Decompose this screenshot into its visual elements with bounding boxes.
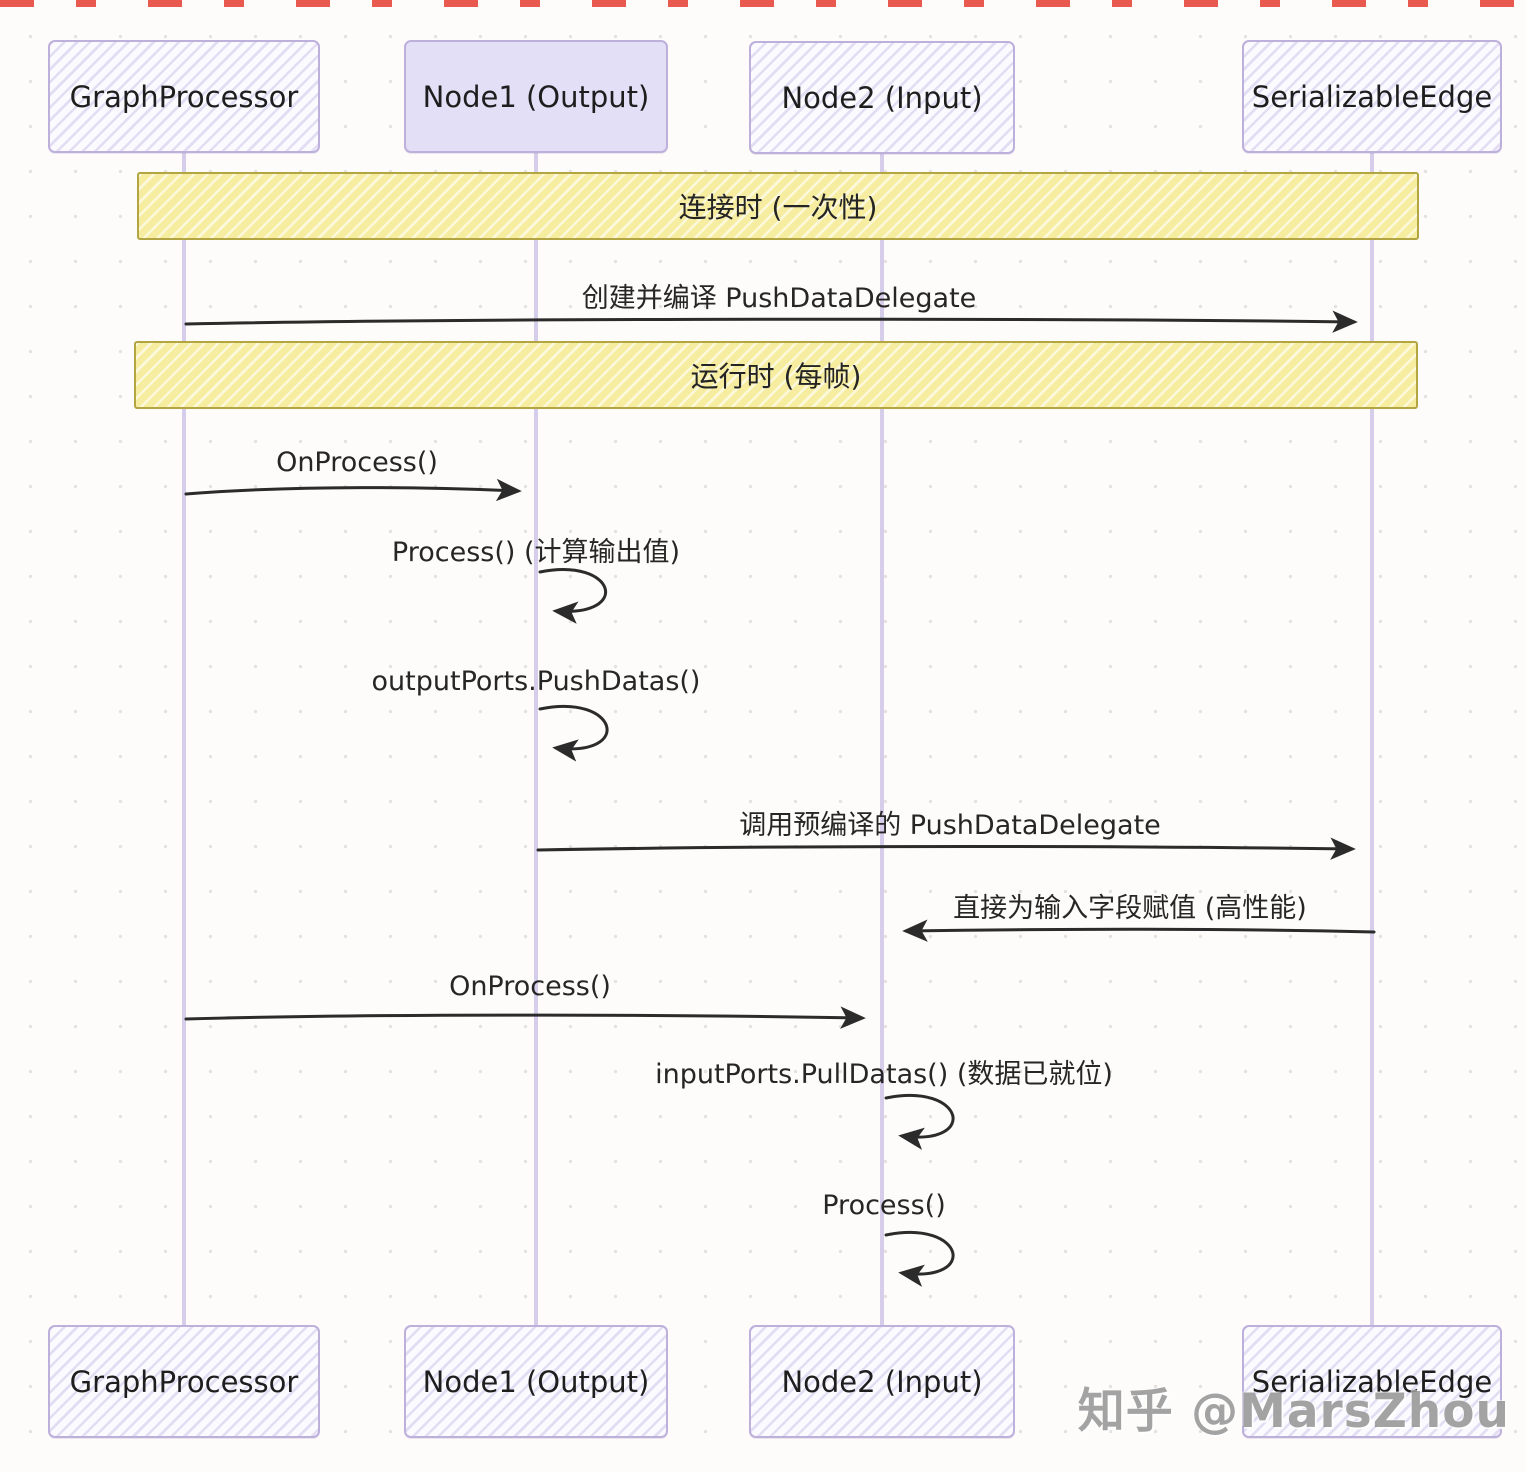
selfloop-pulldatas [884, 1094, 955, 1150]
actor-top-graphprocessor: GraphProcessor [48, 40, 320, 153]
actor-top-node1: Node1 (Output) [404, 40, 668, 153]
lifeline-graphprocessor [182, 152, 186, 1328]
message-label-assign-field: 直接为输入字段赋值 (高性能) [953, 893, 1307, 924]
message-label-process-node1: Process() (计算输出值) [391, 537, 681, 568]
message-label-create-delegate: 创建并编译 PushDataDelegate [581, 283, 977, 314]
actor-bottom-node2: Node2 (Input) [749, 1325, 1015, 1438]
divider-runtime-phase: 运行时 (每帧) [134, 341, 1418, 409]
message-label-call-delegate: 调用预编译的 PushDataDelegate [739, 810, 1161, 841]
actor-top-serializableedge: SerializableEdge [1242, 40, 1502, 153]
lifeline-serializableedge [1370, 152, 1374, 1328]
actor-bottom-serializableedge: SerializableEdge [1242, 1325, 1502, 1438]
arrow-assign-field [902, 919, 1376, 942]
actor-bottom-graphprocessor: GraphProcessor [48, 1325, 320, 1438]
message-label-process-node2: Process() [822, 1190, 946, 1221]
actor-bottom-node1: Node1 (Output) [404, 1325, 668, 1438]
selfloop-process-node1 [538, 568, 608, 624]
actor-top-node2: Node2 (Input) [749, 41, 1015, 154]
divider-connect-phase: 连接时 (一次性) [137, 172, 1419, 240]
top-red-marks [0, 0, 1526, 7]
message-label-onprocess-node2: OnProcess() [449, 971, 611, 1002]
message-label-pulldatas: inputPorts.PullDatas() (数据已就位) [655, 1059, 1113, 1090]
message-label-onprocess-node1: OnProcess() [276, 447, 438, 478]
selfloop-pushdatas [538, 705, 609, 762]
arrow-call-delegate [536, 837, 1356, 860]
lifeline-node1 [534, 152, 538, 1328]
zhihu-watermark: 知乎 @MarsZhou [1077, 1384, 1510, 1439]
message-label-pushdatas: outputPorts.PushDatas() [371, 666, 701, 697]
arrow-onprocess-node2 [184, 1006, 866, 1029]
arrow-create-delegate [184, 310, 1358, 333]
lifeline-node2 [880, 152, 884, 1328]
arrow-onprocess-node1 [184, 478, 522, 502]
selfloop-process-node2 [884, 1231, 955, 1287]
